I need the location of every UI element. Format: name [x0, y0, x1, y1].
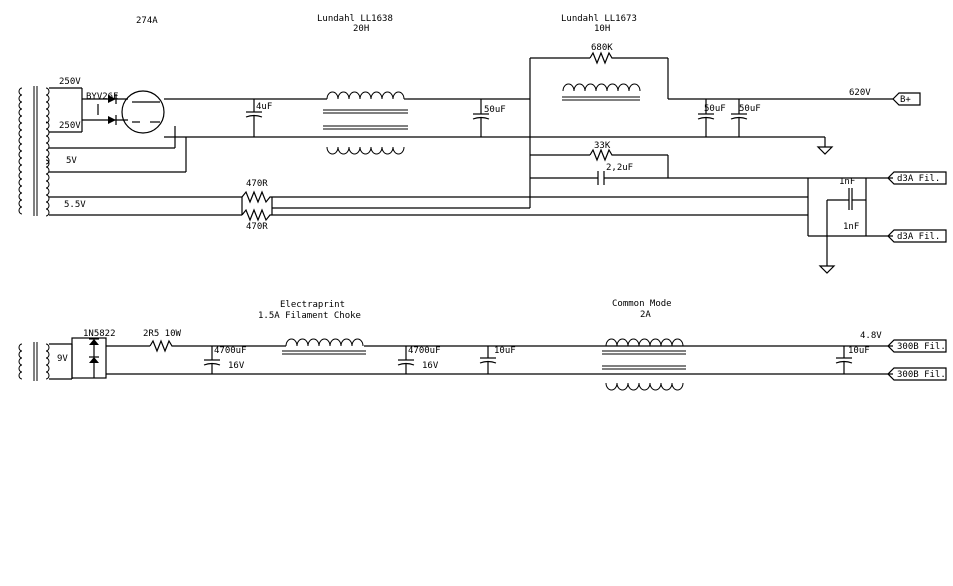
schottky-bridge: 1N5822	[71, 329, 116, 379]
resistor-label: 470R	[246, 179, 268, 189]
choke1-value: 20H	[353, 24, 369, 34]
capacitor-label: 50uF	[739, 104, 761, 114]
capacitor-label: 1nF	[843, 222, 859, 232]
resistor-label: 2R5 10W	[143, 329, 182, 339]
capacitor-10uf: 10uF	[835, 346, 870, 374]
d3a-filament-terminal: d3A Fil.	[887, 171, 947, 185]
output-voltage: 620V	[849, 88, 871, 98]
resistor-label: 33K	[594, 141, 611, 151]
capacitor-label: 4700uF	[408, 346, 441, 356]
300b-filament-terminal: 300B Fil.	[887, 339, 947, 353]
resistor-470r: 470R	[241, 179, 272, 204]
bplus-terminal: B+	[892, 92, 921, 106]
bplus-label: B+	[900, 95, 911, 105]
capacitor-label: 4700uF	[214, 346, 247, 356]
choke-title: Common Mode	[612, 299, 672, 309]
choke2-title: Lundahl LL1673	[561, 14, 637, 24]
output-voltage: 4.8V	[860, 331, 882, 341]
common-mode-choke	[602, 338, 686, 391]
filament-supply-section: Electraprint 1.5A Filament Choke Common …	[18, 299, 947, 391]
diode-label: 1N5822	[83, 329, 116, 339]
capacitor-label: 10uF	[848, 346, 870, 356]
choke-subtitle: 1.5A Filament Choke	[258, 311, 361, 321]
capacitor-label: 50uF	[484, 105, 506, 115]
choke-ll1638	[300, 91, 408, 155]
resistor-470r: 470R	[241, 208, 272, 232]
electraprint-choke	[282, 338, 366, 355]
filament-label: d3A Fil.	[897, 174, 940, 184]
resistor-33k: 33K	[589, 141, 614, 162]
voltage-label: 5.5V	[64, 200, 86, 210]
voltage-label: 9V	[57, 354, 68, 364]
resistor-680k: 680K	[589, 43, 614, 65]
rectifier-tube-274a	[121, 90, 165, 134]
hv-supply-section: 274A Lundahl LL1638 20H Lundahl LL1673 1…	[18, 14, 947, 274]
voltage-label: 250V	[59, 77, 81, 87]
resistor-2r5: 2R5 10W	[143, 329, 182, 353]
capacitor-4700uf: 4700uF 16V	[203, 346, 247, 374]
resistor-label: 470R	[246, 222, 268, 232]
diode-label: BYV26E	[86, 92, 119, 102]
d3a-filament-terminal: d3A Fil.	[887, 229, 947, 243]
choke2-value: 10H	[594, 24, 610, 34]
capacitor-50uf: 50uF	[472, 99, 506, 137]
choke-title: Electraprint	[280, 300, 345, 310]
choke-value: 2A	[640, 310, 651, 320]
filament-label: 300B Fil.	[897, 370, 946, 380]
capacitor-10uf: 10uF	[479, 346, 516, 374]
choke-ll1673	[562, 83, 641, 101]
voltage-label: 250V	[59, 121, 81, 131]
voltage-label: 5V	[66, 156, 77, 166]
rectifier-title: 274A	[136, 16, 158, 26]
filament-transformer	[18, 342, 50, 381]
resistor-label: 680K	[591, 43, 613, 53]
300b-filament-terminal: 300B Fil.	[887, 367, 947, 381]
capacitor-voltage: 16V	[422, 361, 439, 371]
capacitor-label: 2,2uF	[606, 163, 633, 173]
capacitor-label: 1nF	[839, 177, 855, 187]
capacitor-4uf: 4uF	[245, 99, 272, 137]
capacitor-50uf: 50uF	[730, 99, 761, 137]
power-transformer	[18, 86, 50, 217]
capacitor-voltage: 16V	[228, 361, 245, 371]
capacitor-label: 10uF	[494, 346, 516, 356]
capacitor-label: 50uF	[704, 104, 726, 114]
capacitor-50uf: 50uF	[697, 99, 726, 137]
capacitor-2u2: 2,2uF	[597, 163, 633, 185]
filament-label: 300B Fil.	[897, 342, 946, 352]
capacitor-4700uf: 4700uF 16V	[397, 346, 441, 374]
choke1-title: Lundahl LL1638	[317, 14, 393, 24]
capacitor-label: 4uF	[256, 102, 272, 112]
diode-bridge: BYV26E	[81, 92, 128, 125]
filament-label: d3A Fil.	[897, 232, 940, 242]
